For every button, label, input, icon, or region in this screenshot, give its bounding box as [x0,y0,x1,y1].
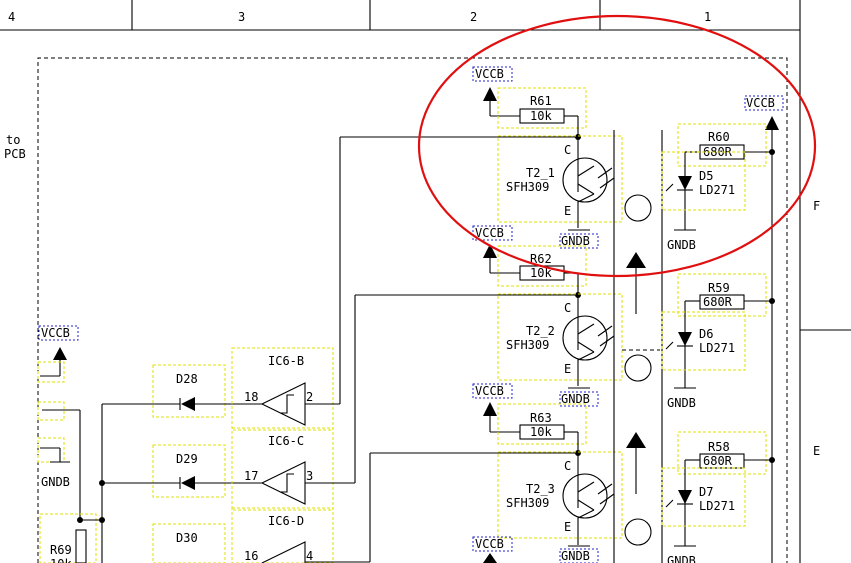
vcc-arrow-ch1 [483,87,497,101]
vcc-arrow-ch3 [483,402,497,416]
t2-2-e: E [564,362,571,376]
vcc-arrow-left [53,347,67,360]
vcc-arrow-ch2 [483,244,497,258]
t2-2-symbol [562,315,608,361]
t2-1-symbol [562,157,608,203]
r60-name: R60 [708,130,730,144]
diode-d29-label: D29 [176,452,198,466]
lens-ch1 [624,194,652,222]
buffer-c-out: 3 [306,469,313,483]
buffer-c-name: IC6-C [268,434,304,448]
buffer-d-name: IC6-D [268,514,304,528]
gnd-label-led3: GNDB [667,554,696,563]
lens-ch3 [624,518,652,546]
led-d5-part: LD271 [699,183,735,197]
led-d5-name: D5 [699,169,713,183]
pcb-frame [37,57,788,563]
t2-1-name: T2_1 [526,166,555,180]
t2-3-symbol [562,473,608,519]
gnd-label-ch3: GNDB [561,549,590,563]
vcc-arrow-led [765,116,779,130]
led-d6-part: LD271 [699,341,735,355]
vcc-label-ch1: VCCB [475,67,504,81]
r61-name: R61 [530,94,552,108]
grid-col-4: 4 [8,10,15,24]
t2-3-name: T2_3 [526,482,555,496]
buffer-b-out: 2 [306,390,313,404]
led-d7-part: LD271 [699,499,735,513]
t2-1-c: C [564,143,571,157]
t2-1-part: SFH309 [506,180,549,194]
t2-3-part: SFH309 [506,496,549,510]
gnd-label-left: GNDB [41,475,70,489]
buffer-c-in: 17 [244,469,258,483]
grid-row-e: E [813,444,820,458]
t2-1-e: E [564,204,571,218]
r63-value: 10k [530,425,552,439]
frame-label-to: to [6,133,20,147]
vcc-label-ch3: VCCB [475,384,504,398]
t2-2-name: T2_2 [526,324,555,338]
led-d6-name: D6 [699,327,713,341]
lens-ch2 [624,354,652,382]
buffer-d-in: 16 [244,549,258,563]
led-d7-name: D7 [699,485,713,499]
diode-d30-label: D30 [176,531,198,545]
gnd-label-led1: GNDB [667,238,696,252]
gnd-label-led2: GNDB [667,396,696,410]
vcc-label-ch4: VCCB [475,537,504,551]
vcc-label-left: VCCB [41,326,70,340]
grid-col-3: 3 [238,10,245,24]
grid-col-1: 1 [704,10,711,24]
r59-body [699,294,745,310]
r62-value: 10k [530,266,552,280]
t2-3-e: E [564,520,571,534]
r69-name: R69 [50,543,72,557]
t2-3-c: C [564,459,571,473]
r69-value: 10k [50,557,72,563]
r63-name: R63 [530,411,552,425]
vcc-label-box [38,325,79,341]
grid-col-2: 2 [470,10,477,24]
r59-name: R59 [708,281,730,295]
r58-name: R58 [708,440,730,454]
gnd-label-ch1: GNDB [561,234,590,248]
t2-2-part: SFH309 [506,338,549,352]
buffer-b-in: 18 [244,390,258,404]
gnd-label-ch2: GNDB [561,392,590,406]
vcc-label-ch2: VCCB [475,226,504,240]
r59-value: 680R [703,295,733,309]
vcc-label-led: VCCB [746,96,775,110]
grid-row-f: F [813,199,820,213]
frame-label-pcb: PCB [4,147,26,161]
r62-name: R62 [530,252,552,266]
r61-value: 10k [530,109,552,123]
buffer-d-out: 4 [306,549,313,563]
t2-2-c: C [564,301,571,315]
highlight-ellipse [417,14,817,278]
r58-value: 680R [703,454,733,468]
buffer-b-name: IC6-B [268,354,304,368]
diode-d28-label: D28 [176,372,198,386]
